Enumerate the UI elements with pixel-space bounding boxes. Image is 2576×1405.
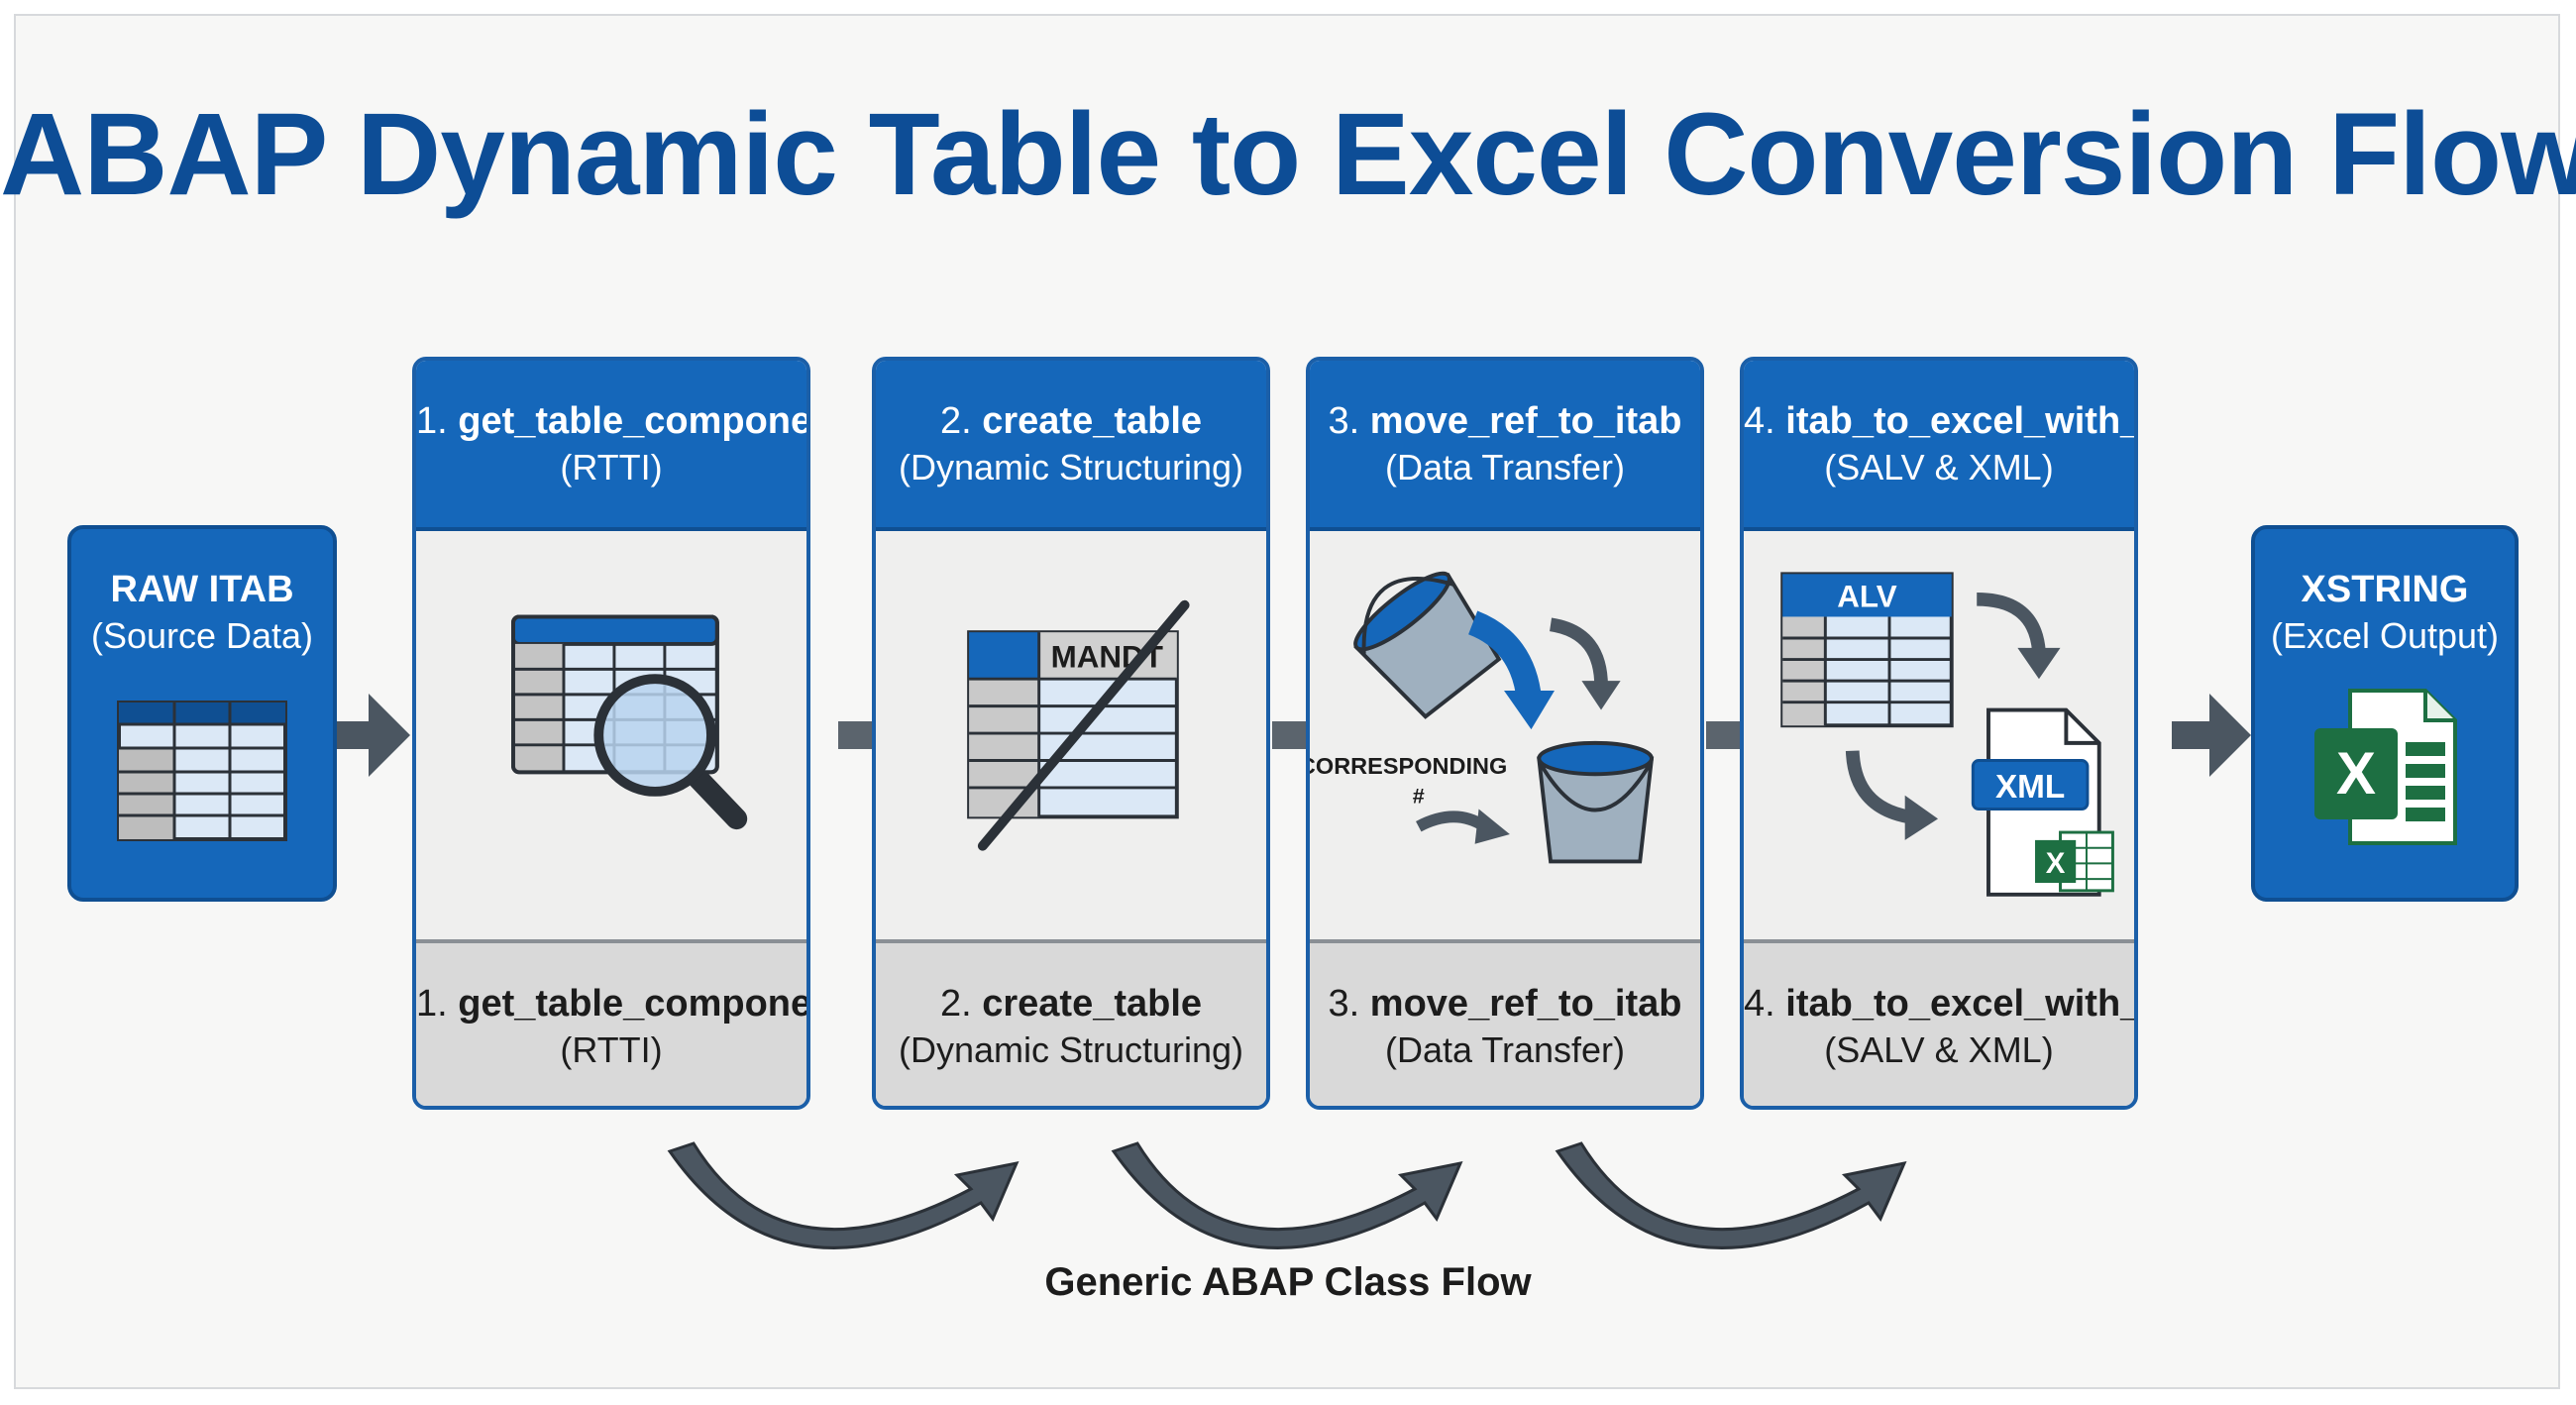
step-2-footer: 2. create_table (Dynamic Structuring) xyxy=(876,939,1266,1106)
diagram-title: ABAP Dynamic Table to Excel Conversion F… xyxy=(0,89,2576,220)
alv-xml-excel-icon: ALV XML X xyxy=(1780,572,2114,897)
step-4-card: 4. itab_to_excel_with_salv (SALV & XML) … xyxy=(1740,357,2138,1110)
step-4-desc: (SALV & XML) xyxy=(1824,447,2054,487)
step-2-card: 2. create_table (Dynamic Structuring) MA… xyxy=(872,357,1270,1110)
alv-label: ALV xyxy=(1837,580,1896,614)
xml-badge: XML xyxy=(1995,769,2065,806)
step-1-footer-name: get_table_component xyxy=(458,983,810,1025)
step-1-header: 1. get_table_component (RTTI) xyxy=(416,361,806,531)
step-4-number: 4. xyxy=(1744,400,1775,442)
step-2-number: 2. xyxy=(939,400,972,442)
corresponding-hash: # xyxy=(1413,784,1425,809)
step-3-footer-number: 3. xyxy=(1328,983,1360,1025)
step-4-footer: 4. itab_to_excel_with_salv (SALV & XML) xyxy=(1744,939,2134,1106)
output-title: XSTRING xyxy=(2301,569,2469,610)
class-flow-arcs xyxy=(667,1141,1907,1249)
step-3-footer: 3. move_ref_to_itab (Data Transfer) xyxy=(1310,939,1700,1106)
step-4-header: 4. itab_to_excel_with_salv (SALV & XML) xyxy=(1744,361,2134,531)
step-3-name: move_ref_to_itab xyxy=(1369,400,1682,442)
mini-excel-letter: X xyxy=(2046,847,2066,880)
step-3-card: 3. move_ref_to_itab (Data Transfer) CORR… xyxy=(1306,357,1704,1110)
step-2-name: create_table xyxy=(982,400,1203,442)
step-2-header: 2. create_table (Dynamic Structuring) xyxy=(876,361,1266,531)
arrow-source-to-step1 xyxy=(335,694,410,777)
step-2-footer-number: 2. xyxy=(939,983,972,1025)
table-icon xyxy=(117,701,287,841)
step-3-header: 3. move_ref_to_itab (Data Transfer) xyxy=(1310,361,1700,531)
step-1-card: 1. get_table_component (RTTI) 1. get_tab… xyxy=(412,357,810,1110)
step-1-footer-number: 1. xyxy=(416,983,448,1025)
step-3-footer-name: move_ref_to_itab xyxy=(1369,983,1682,1025)
output-box: XSTRING (Excel Output) X xyxy=(2251,525,2519,902)
step-1-number: 1. xyxy=(416,400,448,442)
source-subtitle: (Source Data) xyxy=(90,615,314,656)
excel-icon: X xyxy=(2314,689,2457,845)
flow-arc-2 xyxy=(1111,1141,1463,1249)
table-magnifier-icon xyxy=(511,614,748,830)
step-2-footer-name: create_table xyxy=(982,983,1203,1025)
arrow-step4-to-output xyxy=(2172,694,2251,777)
step-3-footer-desc: (Data Transfer) xyxy=(1384,1029,1626,1070)
step-4-footer-desc: (SALV & XML) xyxy=(1824,1029,2054,1070)
flow-arc-1 xyxy=(667,1141,1020,1249)
excel-letter: X xyxy=(2336,740,2376,807)
corresponding-label: CORRESPONDING xyxy=(1310,753,1507,779)
link-step3-step4 xyxy=(1706,721,1742,749)
flow-arc-3 xyxy=(1555,1141,1907,1249)
source-title: RAW ITAB xyxy=(110,569,294,610)
step-4-footer-number: 4. xyxy=(1744,983,1775,1025)
link-step2-step3 xyxy=(1272,721,1308,749)
step-4-name: itab_to_excel_with_salv xyxy=(1785,400,2134,442)
footer-label: Generic ABAP Class Flow xyxy=(1044,1260,1532,1304)
step-1-name: get_table_component xyxy=(458,400,810,442)
step-3-number: 3. xyxy=(1328,400,1360,442)
source-box: RAW ITAB (Source Data) xyxy=(67,525,337,902)
table-mandt-strike-icon: MANDT xyxy=(967,599,1190,851)
step-4-footer-name: itab_to_excel_with_salv xyxy=(1785,983,2134,1025)
step-1-footer-desc: (RTTI) xyxy=(560,1029,663,1070)
link-step1-step2 xyxy=(838,721,874,749)
step-2-footer-desc: (Dynamic Structuring) xyxy=(898,1029,1244,1070)
buckets-transfer-icon: CORRESPONDING # xyxy=(1310,571,1655,864)
step-1-footer: 1. get_table_component (RTTI) xyxy=(416,939,806,1106)
step-2-desc: (Dynamic Structuring) xyxy=(898,447,1244,487)
output-subtitle: (Excel Output) xyxy=(2270,615,2500,656)
step-3-desc: (Data Transfer) xyxy=(1384,447,1626,487)
step-1-desc: (RTTI) xyxy=(560,447,663,487)
